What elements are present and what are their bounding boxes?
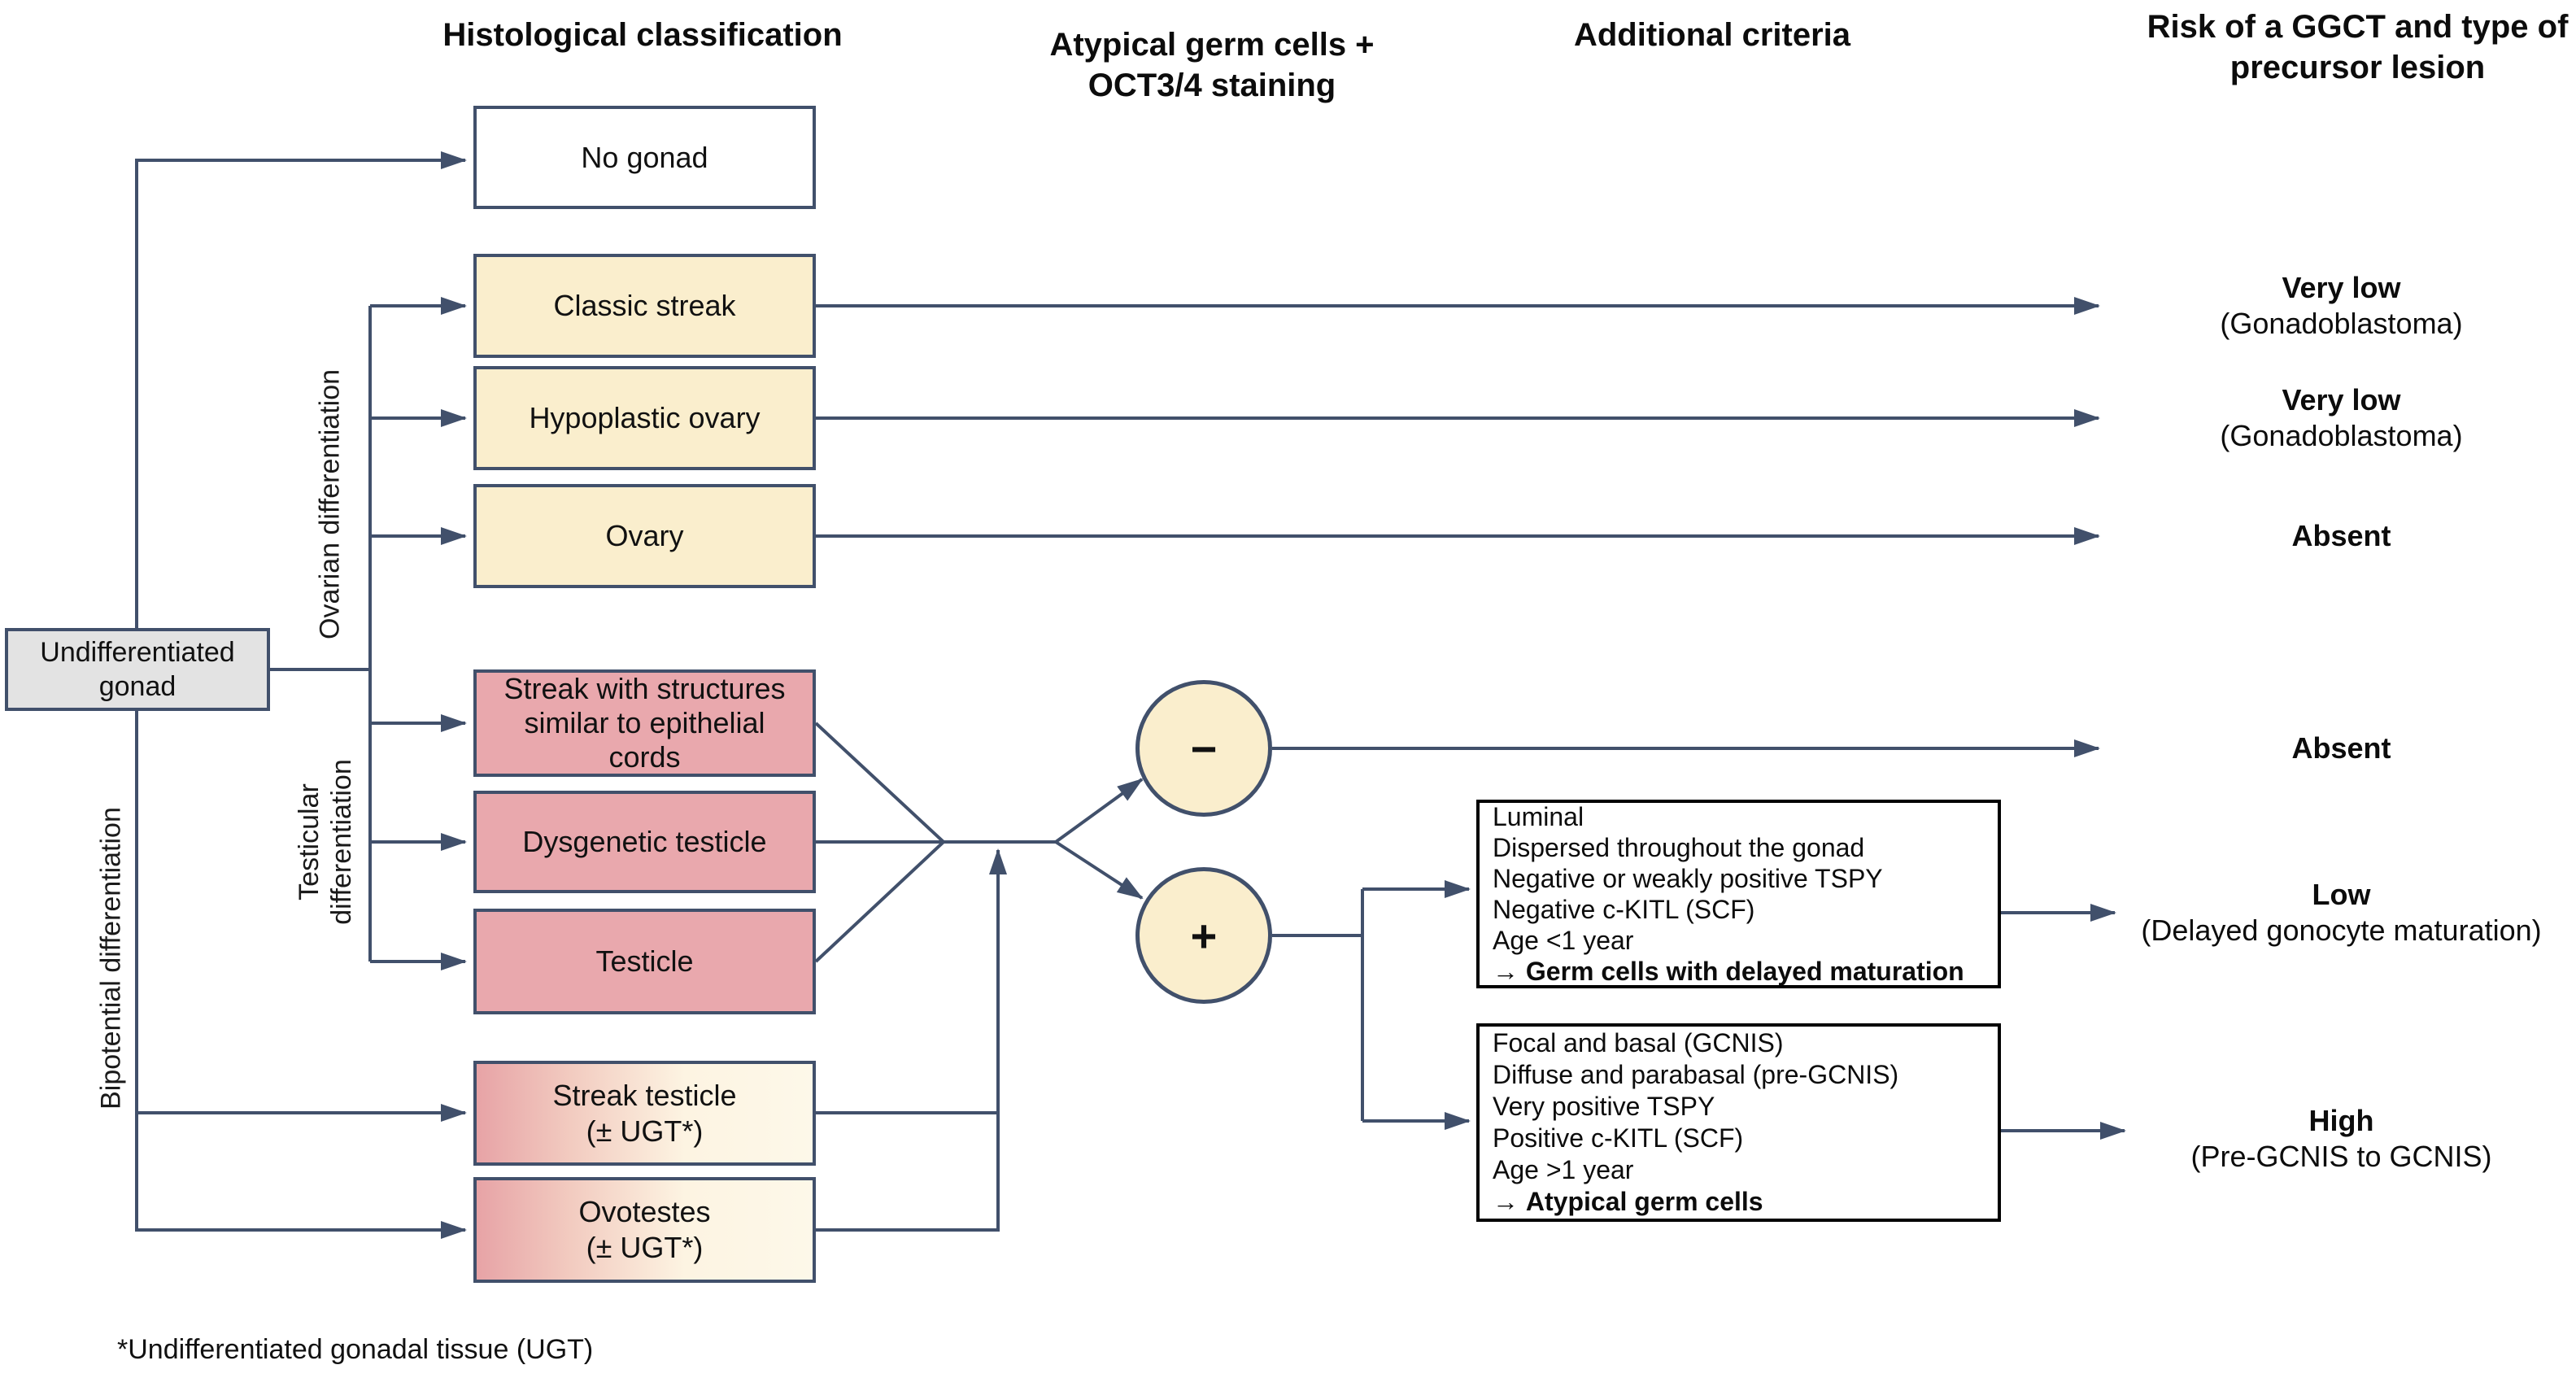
header-atypical-germ-cells: Atypical germ cells + OCT3/4 staining [1049,27,1375,103]
header-risk-of-ggct: Risk of a GGCT and type of precursor les… [2147,9,2569,85]
node-streak-testicle-line2: (± UGT*) [586,1114,704,1148]
criteria-line: Age <1 year [1493,926,1634,955]
criteria-conclusion-text: Atypical germ cells [1525,1187,1763,1216]
outcome-low: Low (Delayed gonocyte maturation) [2107,877,2576,948]
criteria-box-delayed-maturation: Luminal Dispersed throughout the gonad N… [1476,800,2001,988]
outcome-very-low-1: Very low (Gonadoblastoma) [2107,270,2576,342]
branch-label-testicular-differentiation: Testicular differentiation [294,759,357,925]
outcome-risk: Very low [2282,271,2401,304]
node-ovotestes-line1: Ovotestes [578,1195,711,1228]
node-streak-with-structures: Streak with structures similar to epithe… [473,669,816,777]
node-ovary: Ovary [473,484,816,588]
branch-label-ovarian-differentiation: Ovarian differentiation [314,368,346,640]
outcome-risk: Very low [2282,383,2401,416]
right-arrow-glyph: → [1493,1187,1519,1216]
outcome-detail: (Delayed gonocyte maturation) [2141,914,2542,947]
node-classic-streak: Classic streak [473,254,816,358]
node-ovotestes: Ovotestes (± UGT*) [473,1177,816,1283]
right-arrow-glyph: → [1493,957,1519,986]
criteria-line: Focal and basal (GCNIS) [1493,1028,1784,1057]
criteria-line: Negative c-KITL (SCF) [1493,895,1755,924]
outcome-absent-1: Absent [2107,518,2576,554]
outcome-risk: Low [2312,878,2371,911]
node-testicle: Testicle [473,909,816,1014]
node-dysgenetic-testicle: Dysgenetic testicle [473,791,816,893]
criteria-box-atypical-germ-cells: Focal and basal (GCNIS) Diffuse and para… [1476,1023,2001,1222]
criteria-line: Diffuse and parabasal (pre-GCNIS) [1493,1060,1899,1089]
criteria-line: Positive c-KITL (SCF) [1493,1123,1744,1153]
header-histological-classification: Histological classification [442,17,843,53]
outcome-detail: (Pre-GCNIS to GCNIS) [2190,1140,2492,1173]
criteria-conclusion-text: Germ cells with delayed maturation [1525,957,1964,986]
outcome-very-low-2: Very low (Gonadoblastoma) [2107,382,2576,454]
criteria-line: Dispersed throughout the gonad [1493,833,1865,862]
node-undifferentiated-gonad: Undifferentiated gonad [5,628,270,711]
outcome-absent-2: Absent [2107,730,2576,766]
criteria-line: Very positive TSPY [1493,1092,1715,1121]
criteria-conclusion: → Atypical germ cells [1493,1186,1985,1218]
node-hypoplastic-ovary: Hypoplastic ovary [473,366,816,470]
outcome-risk: Absent [2291,519,2391,552]
footnote-ugt: *Undifferentiated gonadal tissue (UGT) [117,1334,594,1365]
node-no-gonad: No gonad [473,106,816,209]
header-additional-criteria: Additional criteria [1573,17,1851,53]
outcome-risk: High [2308,1104,2374,1137]
outcome-detail: (Gonadoblastoma) [2220,419,2463,452]
outcome-detail: (Gonadoblastoma) [2220,307,2463,340]
node-ovotestes-line2: (± UGT*) [586,1231,704,1264]
staining-negative-circle: − [1135,680,1272,817]
outcome-high: High (Pre-GCNIS to GCNIS) [2107,1103,2576,1175]
criteria-conclusion: → Germ cells with delayed maturation [1493,956,1985,987]
criteria-line: Negative or weakly positive TSPY [1493,864,1883,893]
criteria-line: Luminal [1493,802,1584,831]
node-streak-testicle: Streak testicle (± UGT*) [473,1061,816,1166]
branch-label-bipotential-differentiation: Bipotential differentiation [95,807,127,1110]
node-streak-testicle-line1: Streak testicle [552,1078,737,1112]
staining-positive-circle: + [1135,867,1272,1004]
outcome-risk: Absent [2291,731,2391,765]
criteria-line: Age >1 year [1493,1155,1634,1184]
